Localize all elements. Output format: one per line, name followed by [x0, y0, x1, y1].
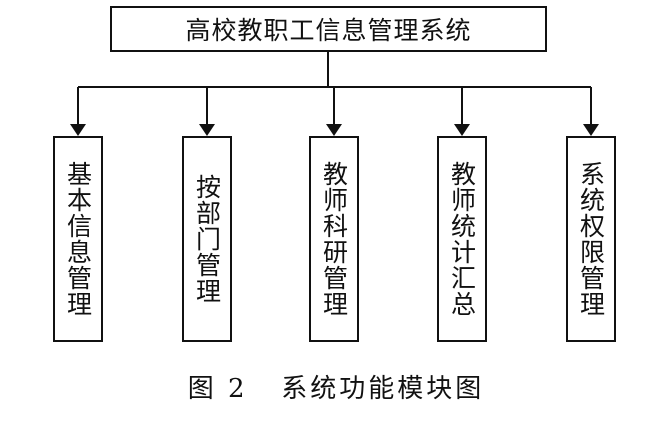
- module-statistics: 教师统计汇总: [437, 136, 487, 342]
- module-research-label: 教师科研管理: [319, 161, 349, 317]
- module-statistics-label: 教师统计汇总: [447, 161, 477, 317]
- root-system-node: 高校教职工信息管理系统: [110, 6, 547, 52]
- root-system-label: 高校教职工信息管理系统: [185, 16, 472, 45]
- module-research: 教师科研管理: [309, 136, 359, 342]
- module-basic-info-label: 基本信息管理: [63, 161, 93, 317]
- module-by-department: 按部门管理: [182, 136, 232, 342]
- module-permissions-label: 系统权限管理: [576, 161, 606, 317]
- module-by-department-label: 按部门管理: [192, 174, 222, 304]
- module-basic-info: 基本信息管理: [53, 136, 103, 342]
- figure-caption: 图 2 系统功能模块图: [187, 374, 485, 404]
- module-permissions: 系统权限管理: [566, 136, 616, 342]
